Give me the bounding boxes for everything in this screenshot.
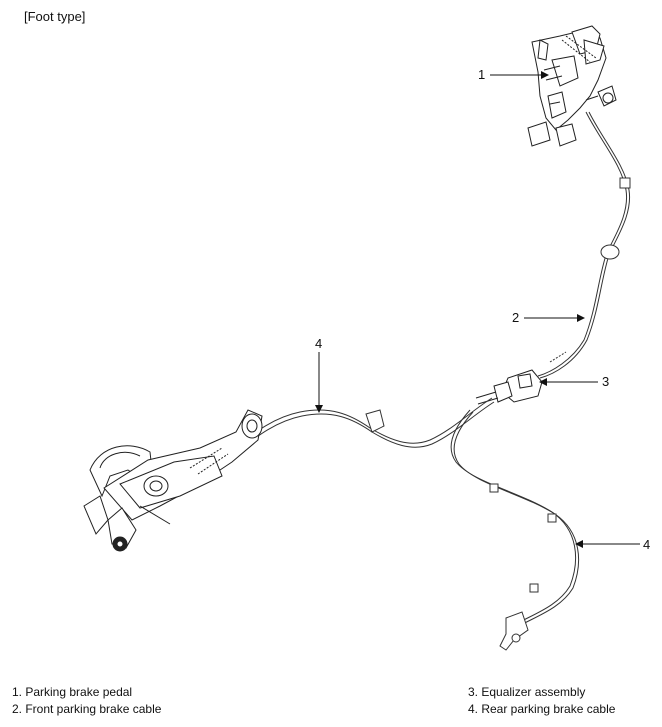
- callout-2: 2: [512, 310, 519, 325]
- legend-item-3: 3. Equalizer assembly: [468, 685, 586, 699]
- equalizer-assembly: [475, 369, 543, 405]
- rear-parking-brake-cable-right: [450, 409, 579, 651]
- rear-knuckle-assembly: [83, 409, 263, 552]
- callout-4-top: 4: [315, 336, 322, 351]
- diagram-heading: [Foot type]: [24, 9, 86, 24]
- callout-1: 1: [478, 67, 485, 82]
- callout-leaders: [315, 71, 640, 548]
- callout-3: 3: [602, 374, 609, 389]
- callout-4-right: 4: [643, 537, 650, 552]
- parking-brake-pedal: [527, 25, 617, 147]
- front-parking-brake-cable: [537, 111, 631, 379]
- legend-item-4: 4. Rear parking brake cable: [468, 702, 616, 716]
- legend-left: 1. Parking brake pedal 2. Front parking …: [12, 684, 161, 718]
- legend-right: 3. Equalizer assembly 4. Rear parking br…: [468, 684, 615, 718]
- legend-item-2: 2. Front parking brake cable: [12, 702, 162, 716]
- legend-item-1: 1. Parking brake pedal: [12, 685, 133, 699]
